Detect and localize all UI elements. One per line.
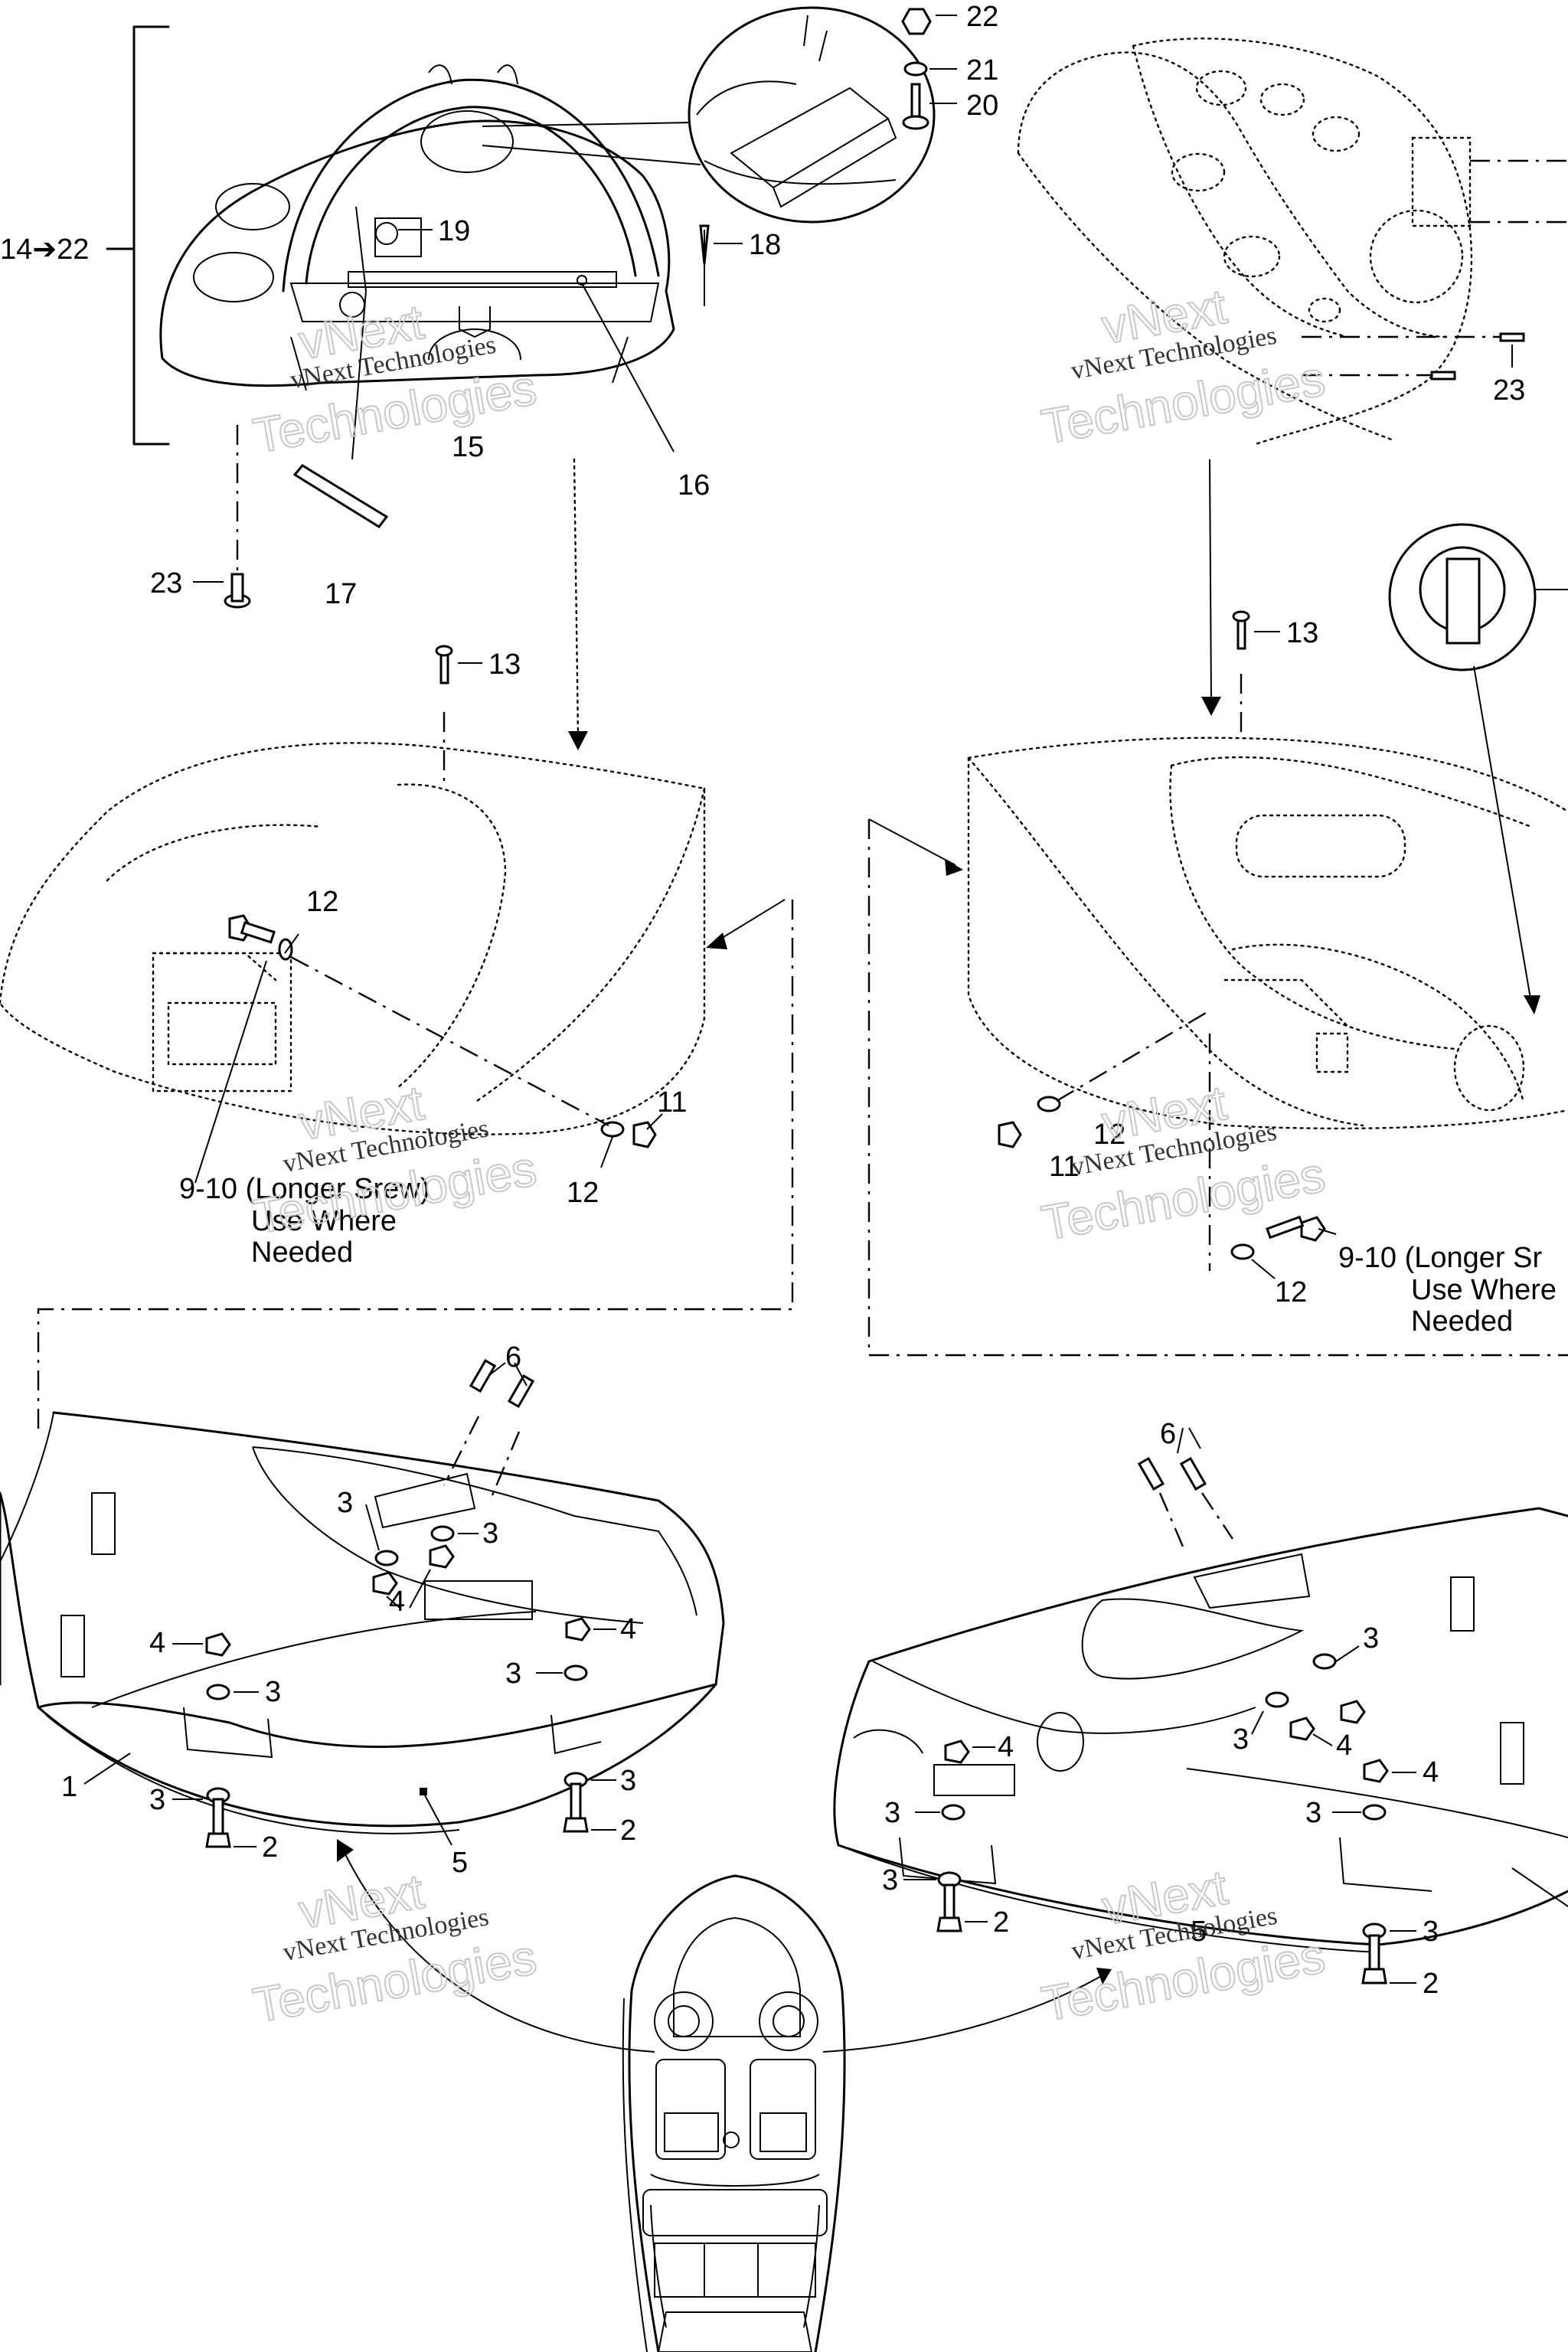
note-left-line1: 9-10 (Longer Srew) (179, 1173, 430, 1205)
label-13-left: 13 (488, 648, 521, 681)
label-3-lbl-b: 3 (482, 1517, 498, 1550)
label-3-lbl-d: 3 (505, 1658, 521, 1690)
watermark-5: vNext vNext Technologies Technologies (248, 1863, 541, 2034)
note-right-line1: 9-10 (Longer Sr (1338, 1242, 1542, 1274)
label-6-left: 6 (505, 1341, 521, 1374)
label-2-lbl-a: 2 (262, 1831, 278, 1864)
label-3-lbr-d: 3 (1305, 1797, 1321, 1829)
notes: 9-10 (Longer Srew) Use Where Needed 9-10… (179, 1173, 1557, 1338)
label-2-lbr-b: 2 (1423, 1968, 1439, 2000)
label-3-lbl-f: 3 (620, 1765, 636, 1797)
label-2-lbl-b: 2 (620, 1815, 636, 1847)
callout-labels: 14➔22 22 21 20 19 18 15 16 23 17 23 13 1… (0, 1, 1525, 2000)
label-3-lbr-c: 3 (884, 1797, 900, 1829)
boat-top-view (337, 1839, 1112, 2352)
label-1: 1 (61, 1771, 77, 1803)
label-11-left: 11 (657, 1086, 687, 1119)
label-3-lbr-b: 3 (1233, 1723, 1249, 1756)
label-5-lbr: 5 (1191, 1916, 1207, 1948)
label-4-lbr-c: 4 (1423, 1756, 1439, 1788)
label-3-lbr-e: 3 (882, 1864, 898, 1896)
label-3-lbr-a: 3 (1363, 1622, 1379, 1655)
label-2-lbr-a: 2 (993, 1906, 1009, 1939)
label-20: 20 (966, 90, 998, 122)
label-3-lbr-f: 3 (1423, 1916, 1439, 1948)
label-range-14-22: 14➔22 (0, 234, 89, 266)
label-3-lbl-c: 3 (265, 1676, 281, 1708)
label-23-right: 23 (1493, 374, 1525, 407)
label-4-lbl-b: 4 (149, 1627, 165, 1659)
label-6-right: 6 (1160, 1418, 1176, 1450)
liner-bottom-right (833, 1427, 1568, 1984)
watermark-1: vNext vNext Technologies Technologies (248, 293, 541, 465)
watermark-6: vNext vNext Technologies Technologies (1037, 1859, 1329, 2033)
hull-mid-right (867, 610, 1568, 1357)
label-16: 16 (678, 469, 710, 501)
label-15: 15 (452, 431, 484, 463)
label-17: 17 (325, 578, 357, 610)
label-12-right-lower: 12 (1275, 1276, 1307, 1308)
label-3-lbl-a: 3 (337, 1487, 353, 1519)
label-12-left-upper: 12 (306, 886, 338, 918)
label-23-left: 23 (150, 567, 182, 599)
watermark-3: vNext vNext Technologies Technologies (248, 1074, 541, 1246)
hull-mid-left (0, 645, 794, 1432)
label-13-right: 13 (1286, 617, 1318, 649)
label-12-left-lower: 12 (567, 1177, 599, 1209)
label-5-lbl: 5 (452, 1847, 468, 1879)
label-12-right-upper: 12 (1093, 1119, 1125, 1151)
label-19: 19 (438, 215, 470, 247)
watermark-2: vNext vNext Technologies Technologies (1037, 278, 1329, 456)
label-4-lbr-b: 4 (998, 1731, 1014, 1763)
note-right-line3: Needed (1411, 1305, 1513, 1338)
label-4-lbr-a: 4 (1336, 1730, 1352, 1762)
note-left-line2: Use Where (251, 1205, 397, 1237)
label-11-right: 11 (1049, 1151, 1079, 1183)
label-4-lbl-c: 4 (620, 1613, 636, 1645)
liner-bottom-left (0, 1359, 725, 1848)
console-assembly-left (106, 6, 957, 750)
note-right-line2: Use Where (1411, 1274, 1557, 1306)
label-21: 21 (966, 54, 998, 87)
label-22-top: 22 (966, 1, 998, 33)
label-3-lbl-e: 3 (149, 1784, 165, 1816)
label-18: 18 (749, 229, 781, 261)
note-left-line3: Needed (251, 1236, 353, 1269)
label-4-lbl-a: 4 (389, 1586, 405, 1618)
console-assembly-right (1017, 38, 1568, 1014)
